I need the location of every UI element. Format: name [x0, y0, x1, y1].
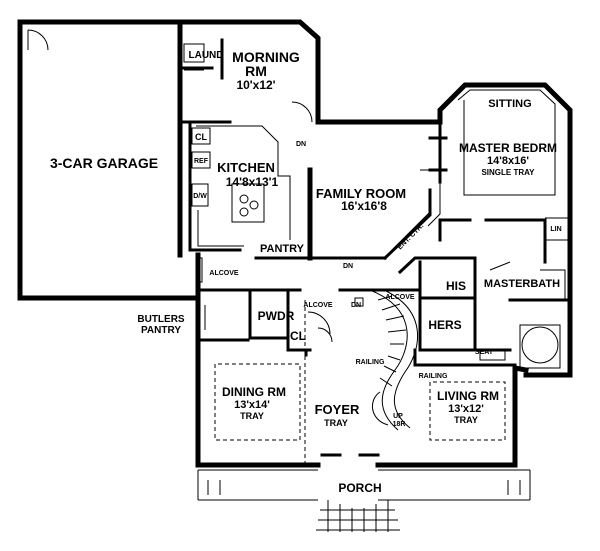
- central-walls: [196, 288, 517, 465]
- master-bedroom-size: 14'8x16': [487, 155, 529, 167]
- alcove-label-kitchen: ALCOVE: [209, 270, 239, 277]
- morning-room-size: 10'x12': [236, 78, 275, 92]
- masterbath-label: MASTERBATH: [484, 278, 560, 290]
- dining-room-label: DINING RM: [222, 385, 286, 399]
- down-label-kitchen: DN: [296, 141, 306, 148]
- powder-room-label: PWDR: [258, 309, 295, 323]
- dining-room-size: 13'x14': [234, 399, 270, 411]
- kitchen-size: 14'8x13'1: [226, 175, 279, 189]
- master-bedroom-walls: [428, 89, 569, 264]
- sitting-label: SITTING: [488, 98, 531, 110]
- kitchen-walls: [178, 120, 291, 283]
- linen-closet-label: LIN: [550, 226, 561, 233]
- closet-label-hall: CL: [290, 329, 306, 343]
- butlers-pantry-label: BUTLERS: [137, 314, 185, 325]
- his-closet-label: HIS: [446, 279, 466, 293]
- master-bedroom-note: SINGLE TRAY: [481, 168, 535, 177]
- down-label-stair: DN: [351, 302, 361, 309]
- dining-room-note: TRAY: [240, 411, 264, 421]
- family-room-walls: [254, 101, 442, 261]
- porch: [197, 453, 531, 532]
- morning-room-label-2: RM: [245, 63, 267, 79]
- family-room-size: 16'x16'8: [341, 199, 387, 213]
- dishwasher-label: D/W: [193, 193, 207, 200]
- alcove-label-stair: ALCOVE: [385, 294, 415, 301]
- down-label-hall: DN: [343, 263, 353, 270]
- alcove-label-hall: ALCOVE: [303, 302, 333, 309]
- stair-up-label: UP: [393, 413, 403, 420]
- porch-label: PORCH: [338, 481, 381, 495]
- railing-label-left: RAILING: [356, 359, 385, 366]
- kitchen-label: KITCHEN: [217, 160, 275, 175]
- staircase: [354, 289, 419, 431]
- foyer-label: FOYER: [315, 402, 360, 417]
- hers-closet-label: HERS: [428, 318, 461, 332]
- master-bedroom-label: MASTER BEDRM: [459, 141, 557, 155]
- morning-room-label: MORNING: [232, 49, 300, 65]
- refrigerator-label: REF: [194, 158, 209, 165]
- laundry-walls: [178, 38, 224, 80]
- living-room-label: LIVING RM: [437, 389, 499, 403]
- exterior-walls: [177, 19, 573, 468]
- stair-riser-count: 18R: [393, 421, 406, 428]
- garage-walls: [17, 19, 201, 301]
- entertainment-center-label: ENT. CTR.: [397, 223, 426, 252]
- pantry-label: PANTRY: [260, 243, 305, 255]
- family-room-label: FAMILY ROOM: [316, 186, 406, 201]
- laundry-label: LAUND: [189, 50, 224, 61]
- garage-label: 3-CAR GARAGE: [50, 155, 158, 171]
- seat-label: SEAT: [475, 349, 494, 356]
- foyer-note: TRAY: [324, 418, 348, 428]
- butlers-pantry-label-2: PANTRY: [141, 325, 181, 336]
- living-room-note: TRAY: [454, 415, 478, 425]
- closet-label-kitchen: CL: [195, 132, 207, 142]
- railing-label-right: RAILING: [419, 373, 448, 380]
- living-room-size: 13'x12': [448, 403, 484, 415]
